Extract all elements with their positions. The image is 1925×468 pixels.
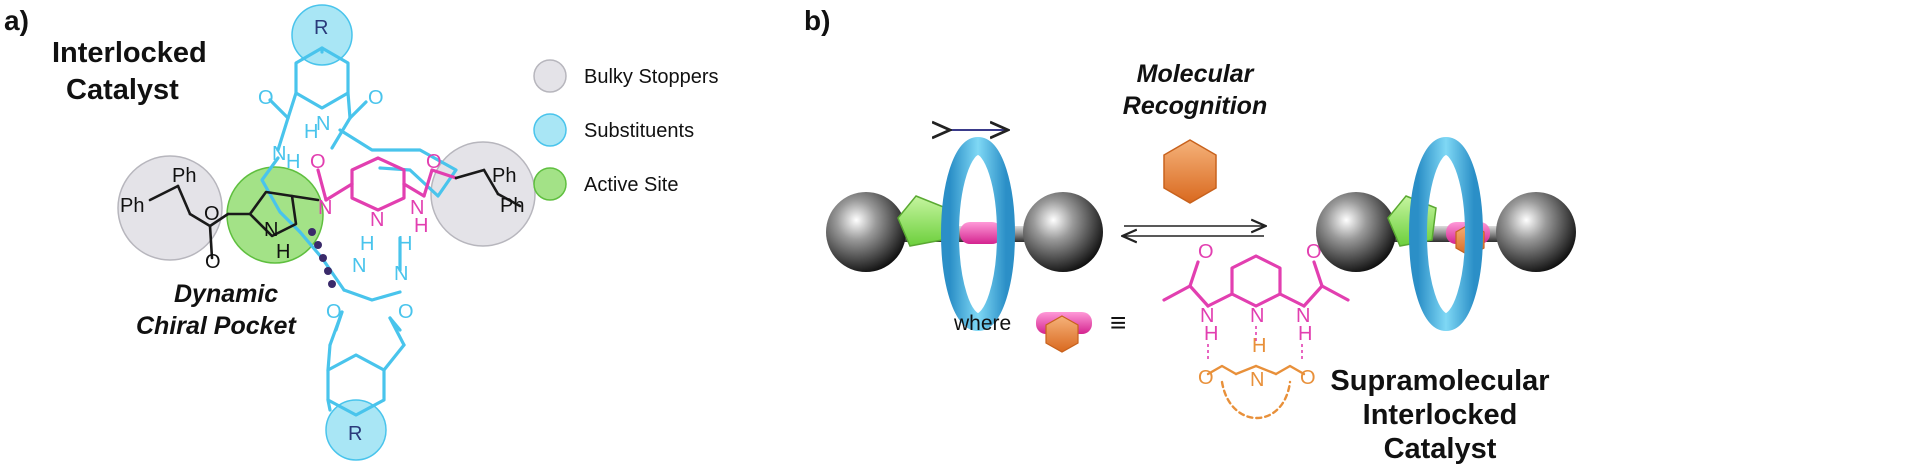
macrocycle-structure (260, 46, 458, 417)
product-label-line1: Supramolecular (1330, 365, 1549, 397)
guest-hexagon (1163, 139, 1217, 204)
macrocycle-ring-left (941, 137, 1015, 331)
stopper-ball-left-1 (826, 192, 906, 272)
stopper-ball-right-1 (1316, 192, 1396, 272)
atom-o-ester-2: O (205, 251, 221, 273)
atom-o-ester-1: O (204, 203, 220, 225)
atom-o-cy-3: O (326, 301, 342, 323)
panel-a-letter: a) (4, 5, 29, 36)
atom-n-magenta-3: N (410, 197, 424, 219)
proline-catalyst-structure (148, 168, 522, 260)
thread-unit-key (1036, 312, 1092, 353)
imide-guest-structure: O O N H (1198, 335, 1316, 419)
svg-text:O: O (1198, 241, 1214, 263)
stopper-ball-right-2 (1496, 192, 1576, 272)
substituent-highlight-bottom (325, 399, 387, 461)
atom-o-magenta-1: O (310, 151, 326, 173)
atom-h-1: H (286, 151, 300, 173)
svg-text:N: N (1250, 369, 1264, 391)
equivalence-symbol: ≡ (1110, 307, 1126, 338)
left-title-line2: Catalyst (66, 74, 179, 106)
pocket-label-line2: Chiral Pocket (136, 312, 297, 340)
atom-r-top: R (314, 17, 328, 39)
substituent-highlight-top (291, 4, 353, 66)
atom-n-magenta-2: N (370, 209, 384, 231)
atom-h-2: H (304, 121, 318, 143)
atom-h-cy-3: H (360, 233, 374, 255)
where-label: where (953, 312, 1011, 335)
atom-o-2: O (368, 87, 384, 109)
atom-h-pro: H (276, 241, 290, 263)
svg-text:N: N (1296, 305, 1310, 327)
stopper-highlight-left (117, 155, 223, 261)
svg-text:N: N (1200, 305, 1214, 327)
atom-ph-3: Ph (492, 165, 516, 187)
legend-swatch-substituents (533, 113, 567, 147)
atom-n-pro: N (264, 219, 278, 241)
rotaxane-left (826, 130, 1103, 331)
rotaxane-right (1316, 137, 1576, 331)
atom-n-1: N (272, 143, 286, 165)
pyridine-diamide-structure: O O N H N N H (1162, 241, 1350, 362)
recognition-label-line2: Recognition (1123, 92, 1267, 120)
atom-o-1: O (258, 87, 274, 109)
atom-n-cy-4: N (394, 263, 408, 285)
svg-text:H: H (1252, 335, 1266, 357)
atom-n-magenta-1: N (318, 197, 332, 219)
svg-text:O: O (1198, 367, 1214, 389)
svg-text:H: H (1298, 323, 1312, 345)
atom-h-magenta-1: H (414, 215, 428, 237)
product-label-line2: Interlocked (1363, 399, 1518, 431)
atom-o-magenta-2: O (426, 151, 442, 173)
product-label-line3: Catalyst (1384, 433, 1497, 465)
legend-swatch-active-site (533, 167, 567, 201)
legend-label-substituents: Substituents (584, 120, 694, 142)
svg-text:O: O (1300, 367, 1316, 389)
svg-text:O: O (1306, 241, 1322, 263)
atom-ph-4: Ph (500, 195, 524, 217)
thread-unit-left (960, 222, 1002, 244)
pocket-label-line1: Dynamic (174, 280, 278, 308)
svg-text:N: N (1250, 305, 1264, 327)
atom-o-cy-4: O (398, 301, 414, 323)
recognition-label-line1: Molecular (1137, 60, 1255, 88)
stopper-ball-left-2 (1023, 192, 1103, 272)
stopper-highlight-right (430, 141, 536, 247)
left-title-line1: Interlocked (52, 37, 207, 69)
panel-b-letter: b) (804, 5, 830, 36)
legend: Bulky Stoppers Substituents Active Site (533, 59, 719, 201)
thread-unit-structure (316, 156, 458, 212)
legend-swatch-bulky-stoppers (533, 59, 567, 93)
hydrogen-bond-dots (308, 228, 336, 288)
atom-n-cy-3: N (352, 255, 366, 277)
atom-n-2: N (316, 113, 330, 135)
atom-h-cy-4: H (398, 233, 412, 255)
legend-label-bulky-stoppers: Bulky Stoppers (584, 66, 719, 88)
atom-ph-2: Ph (120, 195, 144, 217)
macrocycle-ring-right (1409, 137, 1483, 331)
legend-label-active-site: Active Site (584, 174, 678, 196)
svg-text:H: H (1204, 323, 1218, 345)
atom-r-bottom: R (348, 423, 362, 445)
atom-ph-1: Ph (172, 165, 196, 187)
active-site-pentagon-left (897, 195, 947, 247)
